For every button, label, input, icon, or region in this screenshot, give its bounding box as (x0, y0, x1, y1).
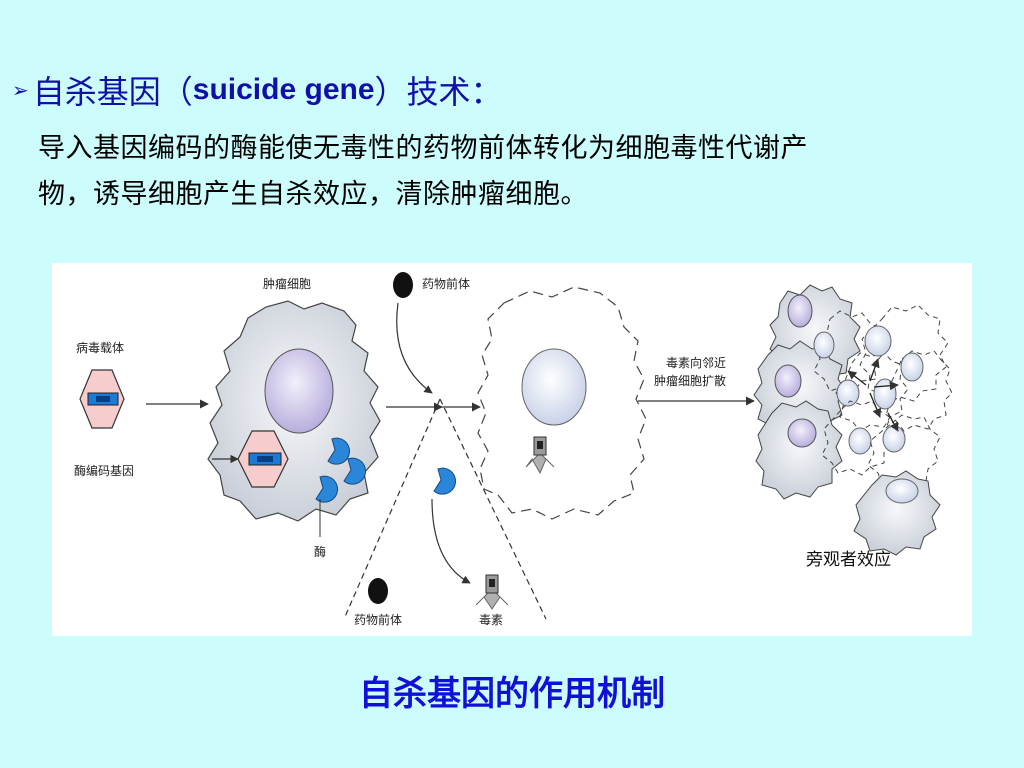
body-text-line-2: 物，诱导细胞产生自杀效应，清除肿瘤细胞。 (38, 179, 588, 210)
label-enzyme: 酶 (314, 544, 326, 559)
heading-cn-suffix: ）技术： (374, 73, 503, 111)
heading-latin: suicide gene (192, 73, 375, 106)
label-prodrug-bottom: 药物前体 (354, 612, 402, 627)
label-enzyme-gene: 酶编码基因 (74, 463, 134, 478)
body-text-line-1: 导入基因编码的酶能使无毒性的药物前体转化为细胞毒性代谢产 (38, 133, 808, 164)
label-diffusion-line1: 毒素向邻近 (666, 355, 726, 370)
arrow-bullet-icon: ➢ (12, 78, 29, 102)
label-prodrug-top: 药物前体 (422, 276, 470, 291)
label-bystander-effect: 旁观者效应 (806, 550, 891, 570)
zoom-line-left (343, 398, 441, 620)
prodrug-molecule-bottom (368, 578, 388, 604)
label-tumor-cell: 肿瘤细胞 (263, 276, 311, 291)
label-toxin: 毒素 (479, 613, 503, 627)
label-diffusion-line2: 肿瘤细胞扩散 (654, 373, 726, 388)
tumor-cell (207, 300, 381, 522)
virus-vector (79, 369, 125, 429)
arrow-enzyme-to-toxin (431, 498, 471, 584)
mechanism-diagram: 病毒载体 酶编码基因 肿瘤细胞 酶 药物前体 药物前体 毒素 (74, 272, 953, 627)
zoom-line-right (439, 398, 547, 620)
slide-heading: ➢ 自杀基因（suicide gene）技术： (12, 68, 503, 112)
heading-cn-prefix: 自杀基因（ (32, 73, 193, 111)
mechanism-figure: 病毒载体 酶编码基因 肿瘤细胞 酶 药物前体 药物前体 毒素 (52, 263, 972, 636)
prodrug-molecule-top (393, 272, 413, 298)
figure-caption: 自杀基因的作用机制 (359, 674, 665, 714)
arrow-prodrug-in (396, 302, 433, 394)
label-virus-vector: 病毒载体 (76, 340, 124, 355)
toxin-molecule (475, 574, 509, 610)
bystander-cell-cluster (753, 284, 953, 556)
dying-cell (477, 286, 647, 520)
enzyme-detail (433, 467, 456, 495)
